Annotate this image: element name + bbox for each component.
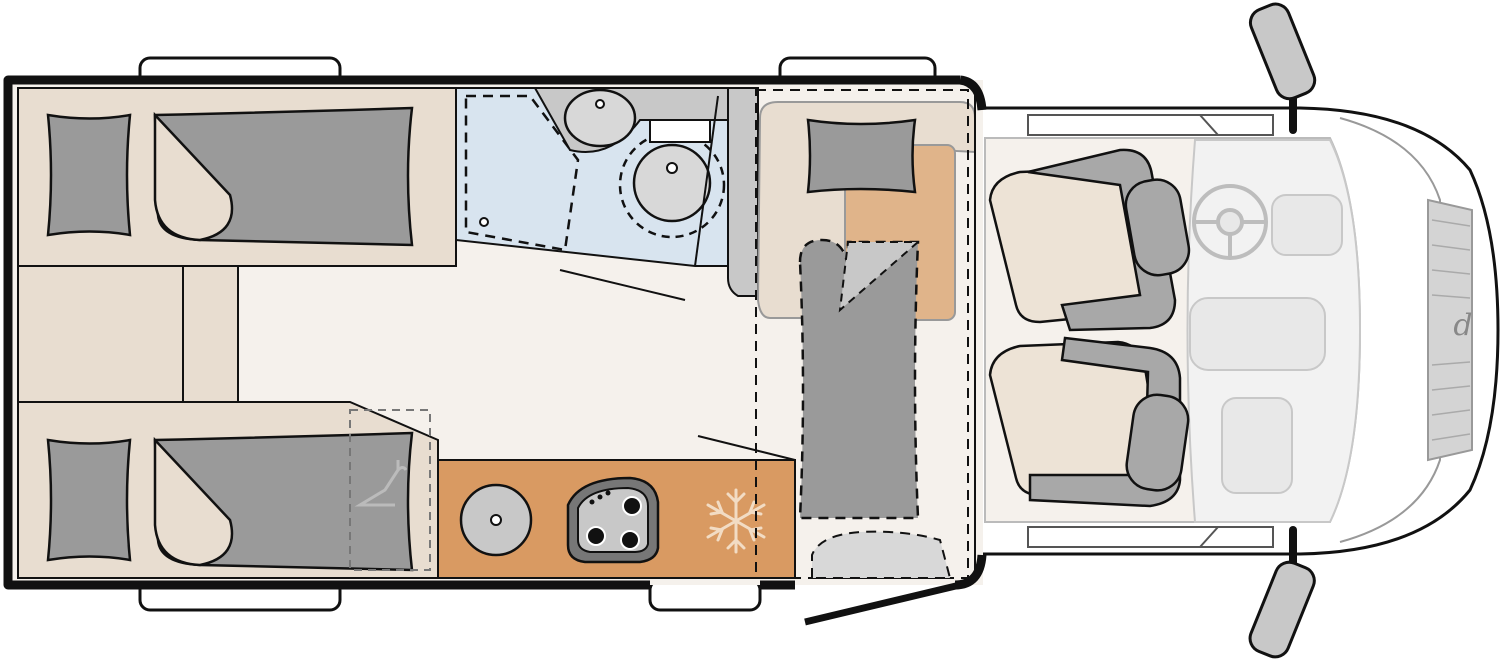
entry-door	[804, 581, 961, 626]
drain-icon	[479, 217, 489, 227]
grille-lines	[1431, 219, 1471, 441]
dinette	[755, 89, 976, 579]
bonnet-grille	[1427, 198, 1473, 462]
wardrobe-outline	[349, 409, 431, 571]
dash-pod-bottom	[1221, 397, 1293, 494]
washroom	[455, 87, 729, 301]
blanket-fold	[153, 436, 234, 567]
blanket-fold	[153, 111, 234, 242]
kitchen	[437, 435, 796, 579]
side-window-top	[1027, 114, 1274, 136]
rear-step-left	[17, 265, 184, 403]
washroom-door	[694, 95, 719, 267]
washroom-door-swing	[559, 269, 686, 301]
shower-tray-icon	[464, 94, 580, 252]
rear-bed-lower	[17, 401, 439, 579]
pillow-icon	[46, 113, 132, 237]
wardrobe-column	[727, 87, 759, 297]
hob-icon	[566, 476, 660, 564]
dash-pod-middle	[1189, 297, 1326, 371]
side-window-bottom	[1027, 526, 1274, 548]
mirror-icon	[1248, 2, 1317, 659]
pillow-icon	[46, 438, 132, 562]
passenger-seat-icon	[988, 336, 1190, 508]
snowflake-icon	[706, 488, 766, 554]
sink-icon	[563, 88, 637, 148]
step-icon	[811, 530, 952, 579]
hanger-icon	[354, 460, 408, 507]
logo-icon: d	[1453, 308, 1472, 343]
cushion-icon	[806, 118, 917, 194]
driver-seat-icon	[988, 148, 1191, 332]
rear-step-right	[182, 265, 239, 403]
cushion-fold	[838, 241, 921, 313]
cushion-long	[798, 238, 920, 520]
dash-pod-top	[1271, 194, 1343, 256]
kitchen-divider	[697, 435, 796, 461]
steering-wheel-icon	[1192, 184, 1268, 260]
rear-bed-upper	[17, 87, 457, 267]
